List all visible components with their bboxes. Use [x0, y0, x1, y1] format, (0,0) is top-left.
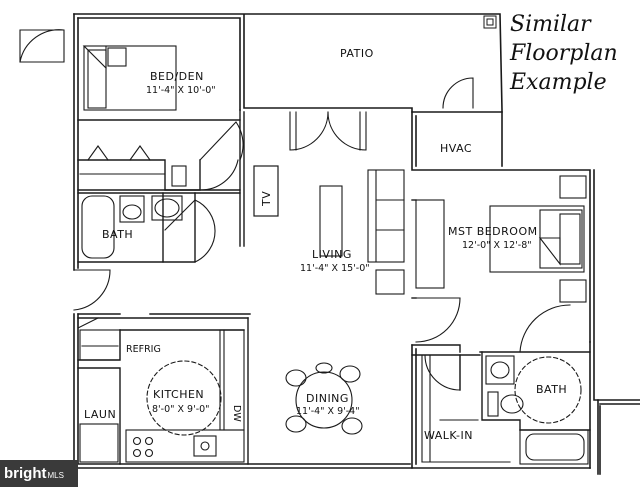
- label-walk-in: WALK-IN: [424, 429, 473, 442]
- label-dining-dimensions: 11'-4" X 9'-4": [296, 406, 360, 417]
- watermark-suffix: MLS: [47, 471, 64, 480]
- closet-doors: [79, 145, 166, 175]
- kitchen-circle: [146, 360, 222, 436]
- master-bed: [415, 175, 587, 303]
- label-master-bedroom: MST BEDROOM: [448, 225, 538, 238]
- label-kitchen-dimensions: 8'-0" X 9'-0": [152, 404, 210, 415]
- caption-line-3: Example: [510, 70, 607, 95]
- tv-unit: [253, 165, 279, 217]
- label-bed-den-dimensions: 11'-4" X 10'-0": [146, 85, 216, 96]
- label-master-dimensions: 12'-0" X 12'-8": [462, 240, 532, 251]
- label-dining: DINING: [306, 392, 349, 405]
- label-bed-den: BED/DEN: [150, 70, 204, 83]
- den-bed: [82, 45, 177, 111]
- label-living: LIVING: [312, 248, 352, 261]
- label-tv: TV: [260, 191, 273, 207]
- label-hvac: HVAC: [440, 142, 472, 155]
- label-bath-left: BATH: [102, 228, 133, 241]
- label-kitchen: KITCHEN: [153, 388, 204, 401]
- living-furniture: [295, 111, 405, 295]
- dining-table: [285, 362, 363, 435]
- caption-line-2: Floorplan: [510, 41, 618, 66]
- door-swings: [19, 29, 571, 391]
- left-bath-fixtures: [81, 165, 187, 259]
- label-laun: LAUN: [84, 408, 116, 421]
- similar-floorplan-caption: Similar Floorplan Example: [510, 10, 618, 97]
- label-patio: PATIO: [340, 47, 374, 60]
- label-bath-right: BATH: [536, 383, 567, 396]
- caption-line-1: Similar: [510, 12, 591, 37]
- kitchen-fixtures: [79, 329, 245, 463]
- label-dw: DW: [231, 405, 242, 422]
- patio-marker: [483, 15, 497, 29]
- right-bath-fixtures: [485, 355, 589, 465]
- walk-in-closet: [421, 355, 511, 463]
- label-living-dimensions: 11'-4" X 15'-0": [300, 263, 370, 274]
- bright-mls-watermark: brightMLS: [0, 460, 78, 487]
- label-refrig: REFRIG: [126, 344, 161, 355]
- watermark-text: bright: [4, 465, 47, 482]
